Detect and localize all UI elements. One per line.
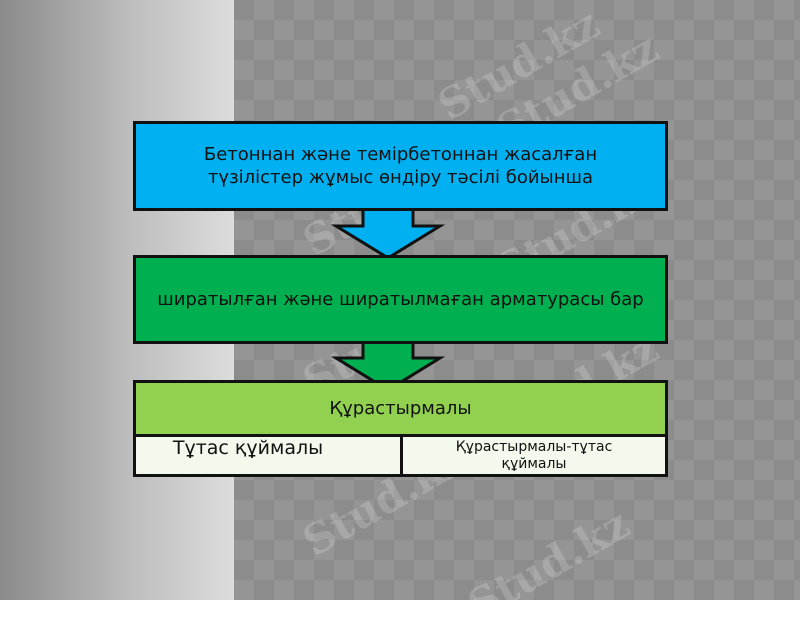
arrow-down-1 bbox=[330, 204, 446, 260]
cell-right: Құрастырмалы-тұтас құймалы bbox=[400, 434, 668, 477]
step-box-1: Бетоннан және темірбетоннан жасалған түз… bbox=[133, 121, 668, 211]
step-1-text: Бетоннан және темірбетоннан жасалған түз… bbox=[203, 144, 598, 188]
cell-left: Тұтас құймалы bbox=[133, 434, 403, 477]
step-box-2: ширатылған және ширатылмаған арматурасы … bbox=[133, 255, 668, 344]
step-3-text: Құрастырмалы bbox=[329, 398, 472, 419]
step-2-text: ширатылған және ширатылмаған арматурасы … bbox=[157, 289, 644, 310]
cell-left-text: Тұтас құймалы bbox=[172, 437, 324, 459]
step-box-3: Құрастырмалы bbox=[133, 380, 668, 437]
cell-right-text: Құрастырмалы-тұтас құймалы bbox=[455, 438, 613, 472]
